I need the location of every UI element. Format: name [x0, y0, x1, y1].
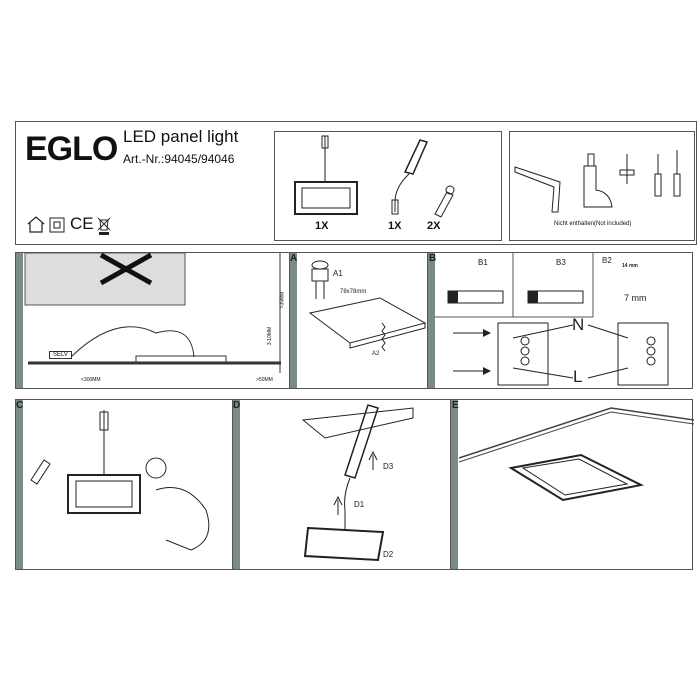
- saw-icon: [514, 166, 561, 213]
- screw-icon: [619, 154, 635, 184]
- installation-clearance-diagram: SELV <300MM >50MM 3-10MM >35MM: [15, 252, 291, 389]
- d1-label: D1: [354, 500, 365, 509]
- ceiling-board: [308, 297, 427, 349]
- dist-label-1: <300MM: [81, 377, 101, 383]
- product-title: LED panel light: [123, 127, 239, 146]
- step-e-panel: E: [450, 399, 694, 570]
- step-a-panel: A A1 A2 78x78mm: [289, 252, 429, 389]
- section-bar: [233, 400, 240, 569]
- qty-clips: 2X: [427, 220, 441, 232]
- qty-panel: 1X: [315, 220, 329, 232]
- a1-label: A1: [333, 269, 343, 278]
- step-b-panel: B B1 B3 B2 14 mm 7 mm N L: [427, 252, 693, 389]
- b2-label: B2: [602, 256, 612, 265]
- terminal-right: [617, 322, 669, 386]
- height-label: >35MM: [279, 291, 286, 309]
- step-e-label: E: [452, 400, 459, 411]
- installed-panel: [508, 453, 645, 502]
- driver-icon: [344, 404, 379, 479]
- step-b-label: B: [429, 253, 437, 264]
- driver-b3: [527, 290, 584, 304]
- article-number: Art.-Nr.:94045/94046: [123, 152, 235, 166]
- neutral-label: N: [572, 315, 585, 334]
- section-bar: [428, 253, 435, 388]
- b1-label: B1: [478, 258, 488, 267]
- section-bar: [16, 253, 23, 388]
- d3-label: D3: [383, 462, 394, 471]
- b3-label: B3: [556, 258, 566, 267]
- dist-label-2: >50MM: [256, 377, 273, 383]
- step-c-label: C: [16, 400, 24, 411]
- drill-icon: [583, 153, 613, 208]
- not-included-label: Nicht enthalten(Not included): [554, 221, 632, 227]
- qty-driver: 1X: [388, 220, 402, 232]
- indoor-use-icon: [27, 216, 45, 233]
- selv-label: SELV: [49, 351, 72, 359]
- ce-mark-icon: CE: [70, 214, 94, 233]
- terminal-left: [497, 322, 549, 386]
- gap-label: 3-10MM: [267, 326, 274, 346]
- hole-saw-icon: [311, 260, 329, 299]
- weee-bin-icon: [97, 217, 111, 235]
- panel-icon: [303, 526, 385, 562]
- cutout-size-label: 78x78mm: [340, 289, 367, 295]
- wrong-cross-icon: [99, 253, 153, 286]
- driver-icon: [391, 139, 429, 215]
- strip-length-14mm: 14 mm: [622, 263, 638, 269]
- step-c-panel: C: [15, 399, 234, 570]
- class-ii-icon: [49, 217, 65, 233]
- section-bar: [16, 400, 23, 569]
- clip-icon: [434, 185, 455, 218]
- driver-b1: [447, 290, 504, 304]
- brand-logo: EGLO: [25, 130, 118, 168]
- live-label: L: [573, 367, 583, 386]
- step-d-panel: D D3 D1 D2: [232, 399, 452, 570]
- hand-insert-icon: [145, 457, 210, 551]
- d2-label: D2: [383, 550, 394, 559]
- led-panel-icon: [294, 135, 358, 215]
- tools-not-included: Nicht enthalten(Not included): [509, 131, 695, 241]
- step-d-label: D: [233, 400, 241, 411]
- a2-label: A2: [372, 351, 380, 357]
- strip-length-7mm: 7 mm: [624, 293, 647, 303]
- screwdriver-icon: [654, 150, 681, 197]
- clip-icon: [30, 459, 51, 485]
- header-section: EGLO LED panel light Art.-Nr.:94045/9404…: [15, 121, 697, 245]
- section-bar: [451, 400, 458, 569]
- step-a-label: A: [290, 253, 298, 264]
- package-contents: 1X 1X 2X: [274, 131, 502, 241]
- section-bar: [290, 253, 297, 388]
- panel-with-cable: [67, 410, 141, 514]
- symbols-row: CE: [26, 214, 126, 236]
